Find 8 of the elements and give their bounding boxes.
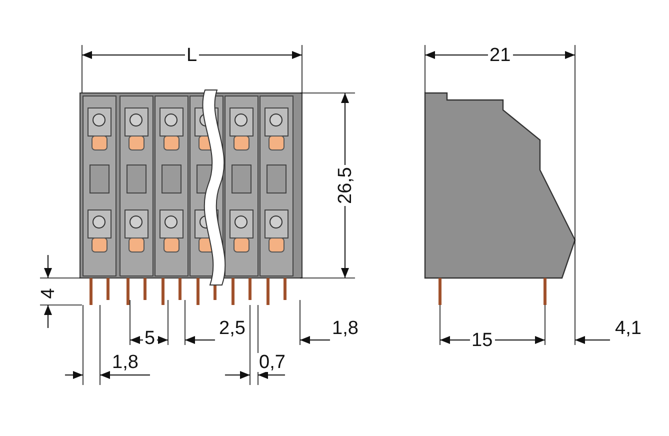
dimension-value: 15 (470, 330, 495, 350)
dimension-value: 0,7 (257, 352, 288, 372)
dimension-value: 2,5 (217, 318, 248, 338)
dimension-value: 1,8 (110, 352, 140, 372)
dimension-value: 4,1 (613, 318, 644, 338)
dimension-value: 5 (142, 328, 158, 348)
dimension-value: 1,8 (330, 318, 360, 338)
dimension-value: 26,5 (336, 164, 354, 206)
